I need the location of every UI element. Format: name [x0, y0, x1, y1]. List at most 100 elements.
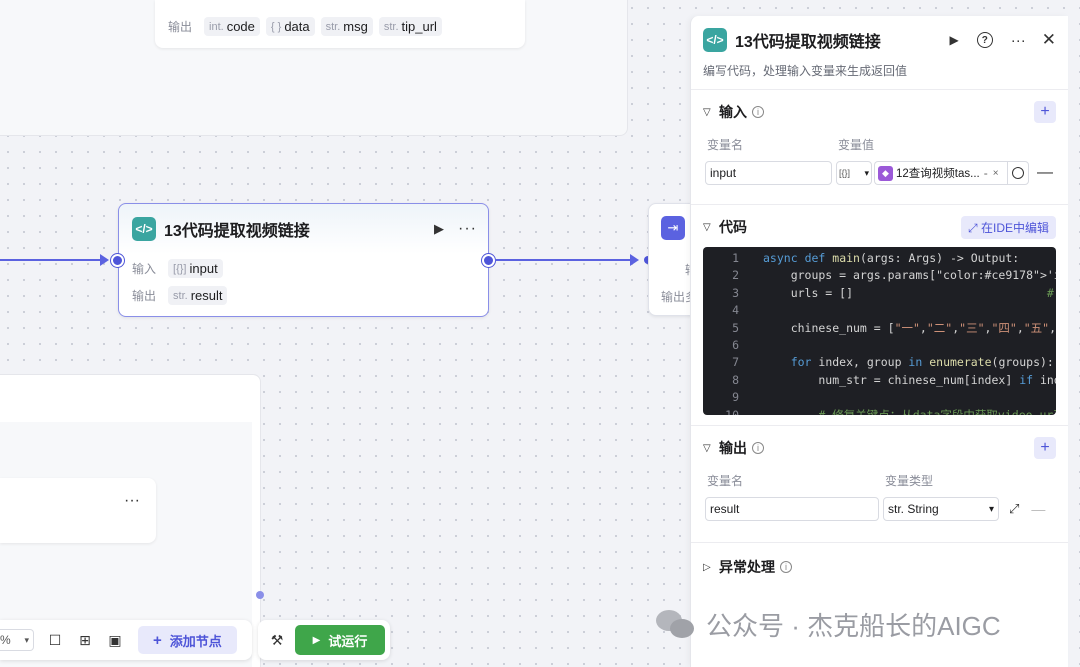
line-number: 3: [732, 285, 739, 300]
next-node-output-label: 输出多: [661, 290, 698, 304]
test-run-button[interactable]: ▶ 试运行: [295, 625, 385, 655]
edge-outgoing: [495, 259, 631, 261]
chevron-down-icon[interactable]: ▽: [703, 106, 711, 118]
input-section: ▽ 输入 i + 变量名 变量值 input [{}] ▾ ◆ 12查询视频ta…: [691, 90, 1068, 205]
input-var-name-field[interactable]: input: [705, 161, 832, 185]
output-tag-data: { }data: [265, 17, 315, 36]
output-tag-code: int.code: [204, 17, 260, 36]
output-tag-msg: str.msg: [320, 17, 373, 36]
wrench-icon[interactable]: ⚒: [270, 631, 284, 648]
line-number: 9: [732, 390, 739, 405]
expand-icon[interactable]: ⤢: [1009, 501, 1020, 516]
zoom-value: %: [0, 633, 11, 647]
col-var-name: 变量名: [707, 474, 744, 488]
chevron-down-icon: ▾: [988, 503, 994, 515]
node-config-panel: </> 13代码提取视频链接 ▶ ? ··· ✕ 编写代码，处理输入变量来生成返…: [690, 16, 1068, 667]
wechat-icon: [656, 609, 696, 640]
code-section-title: 代码: [719, 219, 747, 235]
code-icon: </>: [703, 28, 727, 52]
line-number: 2: [732, 268, 739, 283]
input-section-title: 输入: [719, 104, 747, 120]
code-line: 2 groups = args.params["color:#ce9178">'…: [703, 267, 1056, 284]
input-label: 输入: [132, 262, 157, 276]
chevron-down-icon: ▾: [864, 167, 869, 178]
input-type-select[interactable]: [{}] ▾: [836, 161, 872, 185]
bottom-node-card[interactable]: ···: [0, 478, 156, 543]
more-icon[interactable]: ···: [124, 492, 140, 509]
code-line: 1 async def main(args: Args) -> Output:: [703, 250, 1056, 267]
play-icon: ▶: [312, 634, 321, 646]
add-node-button[interactable]: + 添加节点: [138, 626, 237, 654]
add-input-button[interactable]: +: [1034, 101, 1056, 123]
remove-output-icon[interactable]: —: [1031, 501, 1046, 517]
layout-icon[interactable]: ⊞: [79, 631, 91, 648]
chevron-right-icon[interactable]: ▷: [703, 561, 711, 573]
code-line: 7 for index, group in enumerate(groups):: [703, 354, 1056, 371]
line-number: 8: [732, 372, 739, 387]
comment-icon[interactable]: ☐: [48, 631, 62, 648]
line-number: 7: [732, 355, 739, 370]
edit-in-ide-button[interactable]: ⤢ 在IDE中编辑: [961, 215, 1056, 239]
code-line: 9: [703, 389, 1056, 406]
remove-input-icon[interactable]: —: [1037, 164, 1053, 181]
code-text: chinese_num = ["一","二","三","四","五",": [763, 320, 1056, 335]
info-icon[interactable]: i: [780, 561, 792, 573]
help-icon[interactable]: ?: [976, 32, 993, 48]
run-toolbar: ⚒ ▶ 试运行: [258, 620, 390, 660]
code-line: 5 chinese_num = ["一","二","三","四","五",": [703, 320, 1056, 337]
play-icon[interactable]: ▶: [949, 33, 959, 47]
zoom-select[interactable]: % ▾: [0, 629, 34, 651]
chevron-down-icon[interactable]: ▽: [703, 442, 711, 454]
close-icon[interactable]: ✕: [1041, 30, 1056, 49]
output-tag-tip-url: str.tip_url: [378, 17, 442, 36]
info-icon[interactable]: i: [752, 106, 764, 118]
edge-incoming: [0, 259, 104, 261]
canvas-toolbar: % ▾ ☐ ⊞ ▣ + 添加节点: [0, 620, 252, 660]
line-number: 10: [725, 407, 739, 415]
col-var-name: 变量名: [707, 138, 744, 152]
panel-description: 编写代码，处理输入变量来生成返回值: [703, 64, 908, 78]
line-number: 4: [732, 303, 739, 318]
play-icon[interactable]: ▶: [434, 221, 445, 236]
info-icon[interactable]: i: [752, 442, 764, 454]
resize-handle[interactable]: [256, 591, 264, 599]
exception-section: ▷ 异常处理 i: [691, 543, 1068, 589]
output-tag: str.result: [168, 286, 228, 305]
workflow-ref-icon: ◆: [878, 165, 893, 181]
line-number: 1: [732, 251, 739, 265]
code-node-card[interactable]: </> 13代码提取视频链接 ▶ ··· 输入 [{}]input 输出 str…: [118, 203, 489, 317]
code-editor[interactable]: 1 async def main(args: Args) -> Output: 2 …: [703, 247, 1056, 415]
minimap-icon[interactable]: ▣: [108, 631, 122, 648]
more-icon[interactable]: ···: [1010, 31, 1026, 49]
line-number: 6: [732, 337, 739, 352]
code-section: ▽ 代码 ⤢ 在IDE中编辑 1 async def main(args: Arg…: [691, 205, 1068, 426]
input-tag: [{}]input: [168, 259, 223, 278]
chevron-down-icon: ▾: [24, 634, 29, 645]
code-line: 8 num_str = chinese_num[index] if inde: [703, 372, 1056, 389]
input-ref-value[interactable]: ◆ 12查询视频tas... - ×: [874, 161, 1007, 185]
panel-header: </> 13代码提取视频链接 ▶ ? ··· ✕ 编写代码，处理输入变量来生成返…: [691, 16, 1068, 90]
output-section-title: 输出: [719, 440, 747, 456]
more-icon[interactable]: ···: [458, 220, 477, 237]
code-text: async def main(args: Args) -> Output:: [763, 251, 1020, 265]
top-node-card[interactable]: 输出 int.code { }data str.msg str.tip_url: [155, 0, 525, 48]
clear-icon[interactable]: ×: [992, 167, 999, 179]
add-output-button[interactable]: +: [1034, 437, 1056, 459]
chevron-down-icon[interactable]: ▽: [703, 221, 711, 233]
target-icon: [1012, 167, 1024, 179]
col-var-value: 变量值: [838, 138, 875, 152]
node-title: 13代码提取视频链接: [164, 223, 310, 240]
output-var-name-field[interactable]: result: [705, 497, 879, 521]
input-port[interactable]: [111, 254, 124, 267]
code-line: 3 urls = [] #: [703, 285, 1056, 302]
plus-icon: +: [153, 631, 162, 649]
output-type-select[interactable]: str. String ▾: [883, 497, 999, 521]
input-ref-picker[interactable]: [1007, 161, 1029, 185]
edge-incoming-arrow: [100, 254, 109, 266]
code-line: 10 # 修复关键点：从data字段中获取video_url: [703, 407, 1056, 415]
output-port[interactable]: [482, 254, 495, 267]
code-text: # 修复关键点：从data字段中获取video_url: [763, 407, 1056, 415]
edge-outgoing-arrow: [630, 254, 639, 266]
workflow-canvas[interactable]: 输出 int.code { }data str.msg str.tip_url …: [0, 0, 708, 667]
code-text: num_str = chinese_num[index] if inde: [763, 372, 1056, 387]
